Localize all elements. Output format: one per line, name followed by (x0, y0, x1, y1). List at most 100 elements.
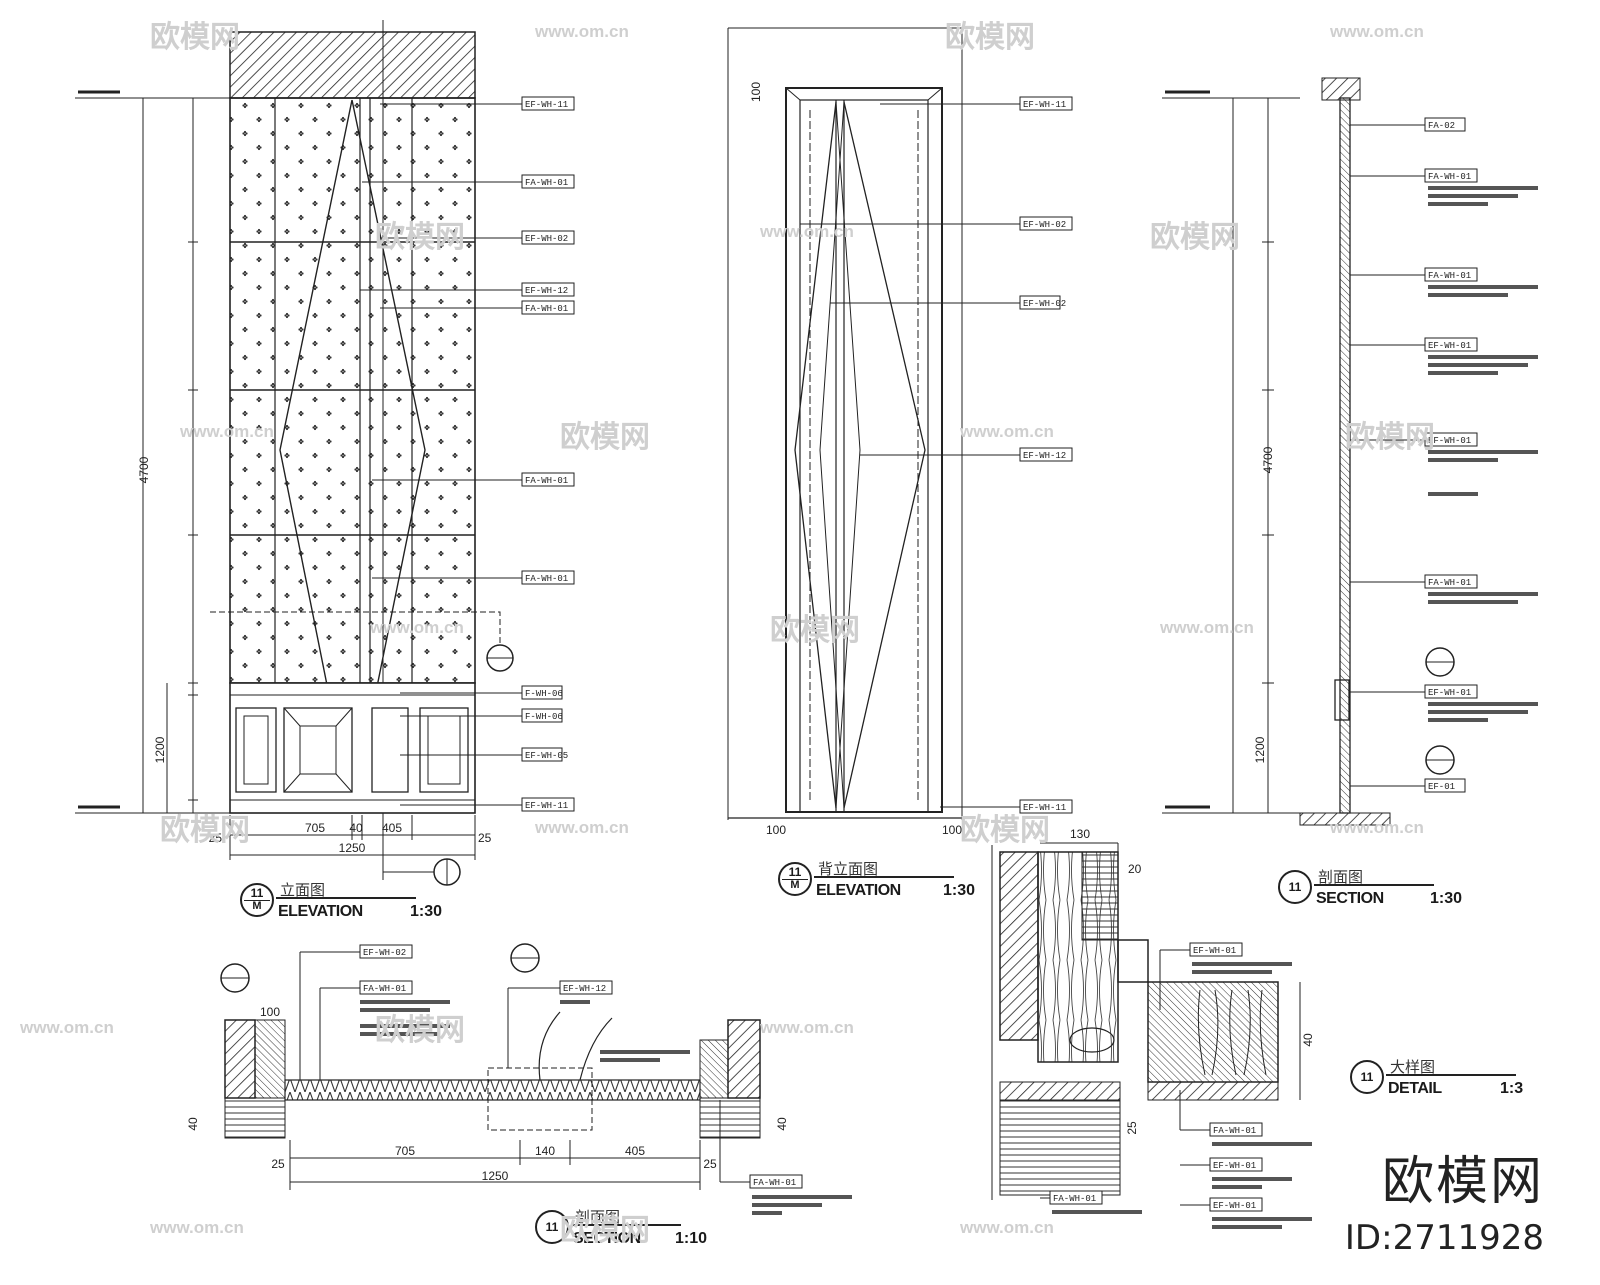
front-elevation: 4700 1200 705 40 405 1250 25 25 (75, 20, 575, 886)
watermark-logo: 欧模网 (375, 1014, 465, 1047)
tag: EF-WH-12 (525, 286, 568, 296)
tag: F-WH-06 (525, 689, 563, 699)
tag: EF-WH-05 (525, 751, 568, 761)
tag: FA-WH-01 (1213, 1126, 1256, 1136)
tag: EF-WH-12 (1023, 451, 1066, 461)
tag: EF-WH-11 (1023, 803, 1066, 813)
plan-dim-edge-r: 25 (703, 1157, 717, 1171)
index-circle: 11 (1350, 1060, 1384, 1094)
watermark-url: www.om.cn (180, 422, 274, 441)
watermark-url: www.om.cn (760, 1018, 854, 1037)
title-back-elevation: 11 M 背立面图 ELEVATION 1:30 (778, 861, 998, 907)
detail-dim-a: 130 (1070, 827, 1090, 841)
view-title-zh: 立面图 (280, 882, 326, 899)
tag: FA-WH-01 (1053, 1194, 1096, 1204)
watermark-logo: 欧模网 (150, 21, 240, 54)
watermark-logo: 欧模网 (160, 814, 250, 847)
dim-leaf-b: 405 (382, 821, 402, 835)
tag: FA-WH-01 (753, 1178, 796, 1188)
side-section-tags: FA-02 FA-WH-01 FA-WH-01 EF-WH-01 EF-WH-0… (1424, 117, 1478, 793)
view-title-zh: 大样图 (1390, 1059, 1436, 1076)
tag: EF-WH-01 (1213, 1201, 1256, 1211)
tag: EF-WH-01 (1193, 946, 1236, 956)
watermark-url: www.om.cn (150, 1218, 244, 1237)
watermark-logo: 欧模网 (960, 814, 1050, 847)
view-scale: 1:3 (1500, 1080, 1524, 1097)
index-circle: 11 (535, 1210, 569, 1244)
tag: EF-WH-11 (525, 100, 568, 110)
detail-core (1147, 981, 1279, 1083)
side-section: 4700 1200 FA-02 FA-WH-01 FA-WH-01 EF-WH-… (1162, 77, 1538, 826)
dim-total-height: 4700 (137, 456, 151, 483)
tag: EF-WH-01 (1428, 341, 1471, 351)
view-title-zh: 剖面图 (575, 1209, 621, 1226)
detail-view: 130 20 40 25 EF-WH-01 FA-WH-01 EF-WH-01 … (991, 827, 1315, 1229)
dim-edge-right: 25 (478, 831, 492, 845)
watermark-logo: 欧模网 (1345, 421, 1435, 454)
view-scale: 1:30 (1430, 890, 1463, 907)
index-circle: 11 M (240, 883, 274, 917)
plan-dim-c: 405 (625, 1144, 645, 1158)
tag: EF-WH-01 (1428, 688, 1471, 698)
watermark-url: www.om.cn (960, 1218, 1054, 1237)
watermark-url: www.om.cn (960, 422, 1054, 441)
tag: FA-WH-01 (1428, 172, 1471, 182)
watermark-logo: 欧模网 (770, 614, 860, 647)
door-frame (785, 87, 943, 813)
back-elevation-tags: EF-WH-11 EF-WH-02 EF-WH-02 EF-WH-12 EF-W… (1019, 96, 1073, 814)
dim-section-height: 4700 (1261, 446, 1275, 473)
tag: FA-WH-01 (525, 574, 568, 584)
tag: EF-WH-01 (1428, 436, 1471, 446)
index-circle: 11 (1278, 870, 1312, 904)
detail-tags: EF-WH-01 FA-WH-01 EF-WH-01 FA-WH-01 EF-W… (1049, 942, 1263, 1212)
tag: FA-WH-01 (525, 304, 568, 314)
detail-dim-c: 40 (1301, 1033, 1315, 1047)
tag: EF-WH-11 (525, 801, 568, 811)
title-side-section: 11 剖面图 SECTION 1:30 (1278, 869, 1478, 915)
plan-dim-side-r: 40 (775, 1117, 789, 1131)
tag: EF-01 (1428, 782, 1455, 792)
title-front-elevation: 11 M 立面图 ELEVATION 1:30 (240, 882, 460, 928)
watermark-url: www.om.cn (1160, 618, 1254, 637)
tag: EF-WH-02 (363, 948, 406, 958)
view-scale: 1:30 (943, 882, 976, 899)
tag: FA-WH-01 (525, 178, 568, 188)
tag: EF-WH-02 (525, 234, 568, 244)
plan-dim-wall: 100 (260, 1005, 280, 1019)
plan-dim-b: 140 (535, 1144, 555, 1158)
door-leaf-plan (284, 1079, 701, 1101)
dim-leaf-a: 705 (305, 821, 325, 835)
view-title-en: ELEVATION (816, 882, 901, 899)
brand-logo-text: 欧模网 (1381, 1152, 1544, 1212)
view-scale: 1:30 (410, 903, 443, 920)
detail-dim-b: 20 (1128, 862, 1142, 876)
view-title-en: SECTION (1316, 890, 1384, 907)
tag: EF-WH-02 (1023, 299, 1066, 309)
tag: EF-WH-11 (1023, 100, 1066, 110)
tag: EF-WH-01 (1213, 1161, 1256, 1171)
tag: FA-WH-01 (525, 476, 568, 486)
watermark-url: www.om.cn (535, 22, 629, 41)
index-circle: 11 M (778, 862, 812, 896)
dim-total-width: 1250 (339, 841, 366, 855)
watermark-url: www.om.cn (760, 222, 854, 241)
title-detail: 11 大样图 DETAIL 1:3 (1350, 1059, 1540, 1105)
title-plan-section: 11 剖面图 SECTION 1:10 (535, 1209, 735, 1255)
watermark-logo: 欧模网 (560, 1214, 650, 1247)
view-title-en: DETAIL (1388, 1080, 1442, 1097)
tag: F-WH-06 (525, 712, 563, 722)
dim-wainscot-height: 1200 (153, 736, 167, 763)
tag: EF-WH-12 (563, 984, 606, 994)
dim-section-wainscot: 1200 (1253, 736, 1267, 763)
index-sheet: M (252, 900, 262, 912)
detail-dim-d: 25 (1125, 1121, 1139, 1135)
watermark-url: www.om.cn (535, 818, 629, 837)
dim-left: 100 (766, 823, 786, 837)
tag: EF-WH-02 (1023, 220, 1066, 230)
dim-right: 100 (942, 823, 962, 837)
plan-dim-edge-l: 25 (271, 1157, 285, 1171)
back-elevation: 100 100 100 EF-WH-11 EF-WH-02 EF-WH-02 E… (727, 27, 1073, 837)
index-number: 11 (1360, 1070, 1374, 1084)
ceiling-hatch (229, 31, 476, 99)
